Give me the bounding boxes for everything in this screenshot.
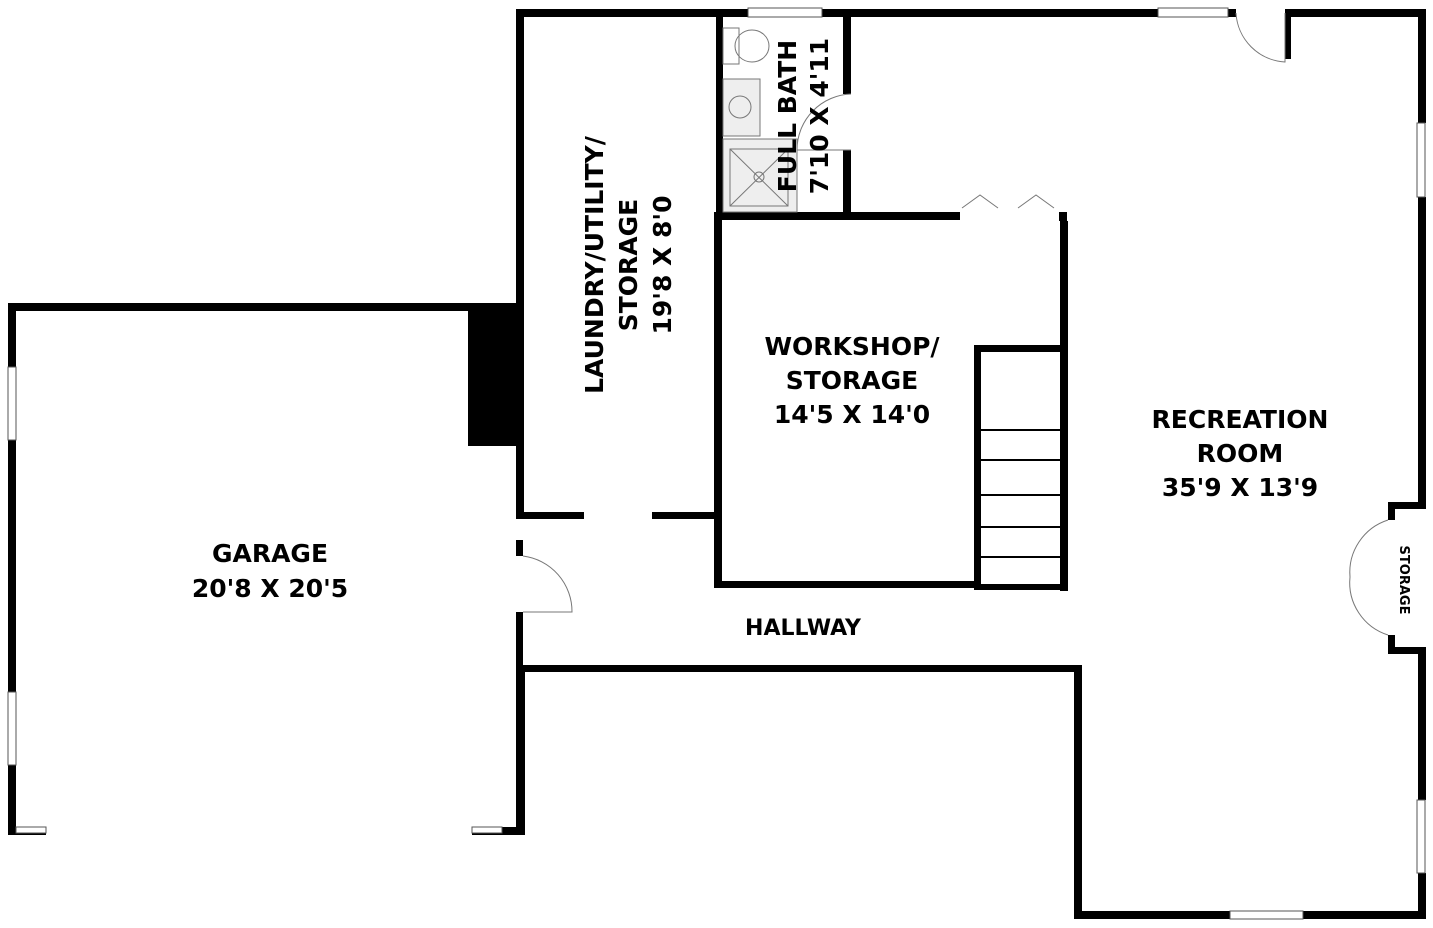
sink-icon bbox=[722, 78, 761, 137]
bath-size: 7'10 X 4'11 bbox=[805, 38, 834, 194]
recreation-size: 35'9 X 13'9 bbox=[1162, 473, 1318, 502]
recreation-name-2: ROOM bbox=[1197, 439, 1284, 468]
doors bbox=[522, 12, 1389, 636]
chimney bbox=[468, 303, 520, 446]
recreation-name-1: RECREATION bbox=[1152, 405, 1329, 434]
walls bbox=[8, 9, 1426, 919]
stairs bbox=[981, 429, 1060, 558]
workshop-name-1: WORKSHOP/ bbox=[764, 332, 940, 361]
hallway-name: HALLWAY bbox=[745, 616, 862, 641]
shower-icon bbox=[722, 138, 798, 213]
windows bbox=[7, 7, 1426, 920]
bath-name: FULL BATH bbox=[773, 40, 802, 192]
workshop-size: 14'5 X 14'0 bbox=[774, 400, 930, 429]
laundry-size: 19'8 X 8'0 bbox=[648, 196, 677, 335]
bath-fixtures bbox=[722, 27, 798, 213]
garage-size: 20'8 X 20'5 bbox=[192, 574, 348, 603]
workshop-name-2: STORAGE bbox=[786, 366, 919, 395]
garage-name: GARAGE bbox=[212, 539, 328, 568]
laundry-name-1: LAUNDRY/UTILITY/ bbox=[580, 135, 609, 394]
toilet-icon bbox=[722, 27, 770, 65]
laundry-name-2: STORAGE bbox=[614, 199, 643, 332]
closet-name: STORAGE bbox=[1396, 546, 1411, 615]
room-labels: GARAGE 20'8 X 20'5 LAUNDRY/UTILITY/ STOR… bbox=[192, 38, 1411, 641]
